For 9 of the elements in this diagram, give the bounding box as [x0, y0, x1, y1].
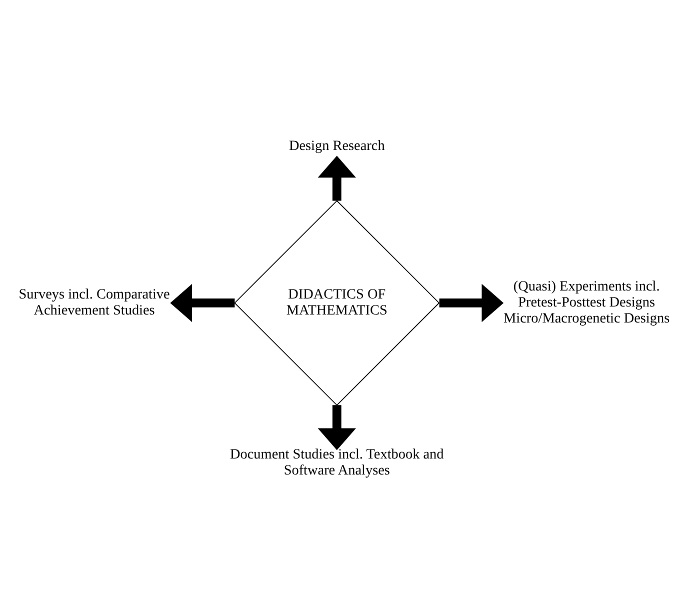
node-text: Surveys incl. Comparative Achievement Studies: [18, 286, 170, 318]
node-text: Design Research: [288, 137, 385, 154]
arrow: [439, 283, 504, 322]
arrow: [170, 283, 235, 322]
node-text: Document Studies incl. Textbook and Software Analyses: [230, 446, 444, 478]
arrow: [318, 404, 356, 450]
node-diamond: DIDACTICS OF MATHEMATICS: [234, 200, 440, 406]
arrow: [318, 155, 356, 200]
node-text: (Quasi) Experiments incl. Pretest-Posttest Designs Micro/Macrogenetic Designs: [504, 278, 670, 326]
